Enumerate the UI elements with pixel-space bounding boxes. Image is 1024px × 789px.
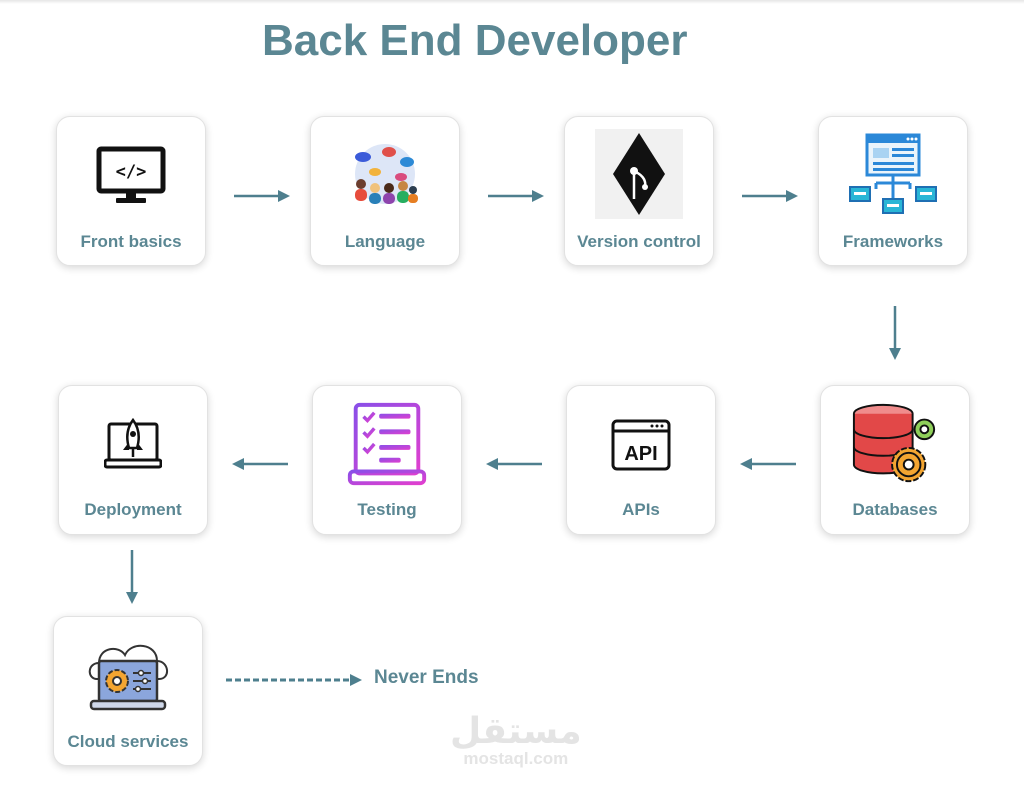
arrow-right-icon <box>742 190 798 202</box>
step-language: Language <box>310 116 460 266</box>
checklist-laptop-icon <box>342 400 432 490</box>
step-deployment: Deployment <box>58 385 208 535</box>
step-label: Version control <box>577 232 701 251</box>
api-window-icon: API <box>596 400 686 490</box>
watermark-latin: mostaql.com <box>463 749 569 768</box>
cloud-laptop-icon <box>83 631 173 721</box>
svg-text:API: API <box>624 443 657 465</box>
step-label: Testing <box>357 500 417 519</box>
top-divider <box>0 0 1024 4</box>
step-cloud-services: Cloud services <box>53 616 203 766</box>
step-label: Databases <box>852 500 938 519</box>
rocket-laptop-icon <box>88 400 178 490</box>
step-label: Cloud services <box>67 732 189 751</box>
step-front-basics: </> Front basics <box>56 116 206 266</box>
arrow-down-icon <box>126 550 138 604</box>
step-apis: API APIs <box>566 385 716 535</box>
step-label: Language <box>344 232 426 251</box>
people-languages-icon <box>340 131 430 221</box>
step-version-control: Version control <box>564 116 714 266</box>
framework-structure-icon <box>848 131 938 221</box>
step-label: APIs <box>622 500 660 519</box>
arrow-right-icon <box>488 190 544 202</box>
svg-text:</>: </> <box>116 162 147 182</box>
step-label: Front basics <box>80 232 182 251</box>
arrow-left-icon <box>740 458 796 470</box>
watermark-logo: مستقل mostaql.com <box>450 712 582 768</box>
dashed-arrow-icon <box>226 674 362 686</box>
git-icon <box>595 129 683 219</box>
step-label: Deployment <box>84 500 182 519</box>
arrow-left-icon <box>486 458 542 470</box>
never-ends-label: Never Ends <box>374 667 479 688</box>
arrow-left-icon <box>232 458 288 470</box>
step-label: Frameworks <box>842 232 944 251</box>
database-gears-icon <box>850 400 940 490</box>
diagram-title: Back End Developer <box>262 16 688 65</box>
code-monitor-icon: </> <box>86 131 176 221</box>
step-databases: Databases <box>820 385 970 535</box>
step-frameworks: Frameworks <box>818 116 968 266</box>
watermark-arabic: مستقل <box>450 710 582 751</box>
step-testing: Testing <box>312 385 462 535</box>
arrow-down-icon <box>889 306 901 360</box>
arrow-right-icon <box>234 190 290 202</box>
